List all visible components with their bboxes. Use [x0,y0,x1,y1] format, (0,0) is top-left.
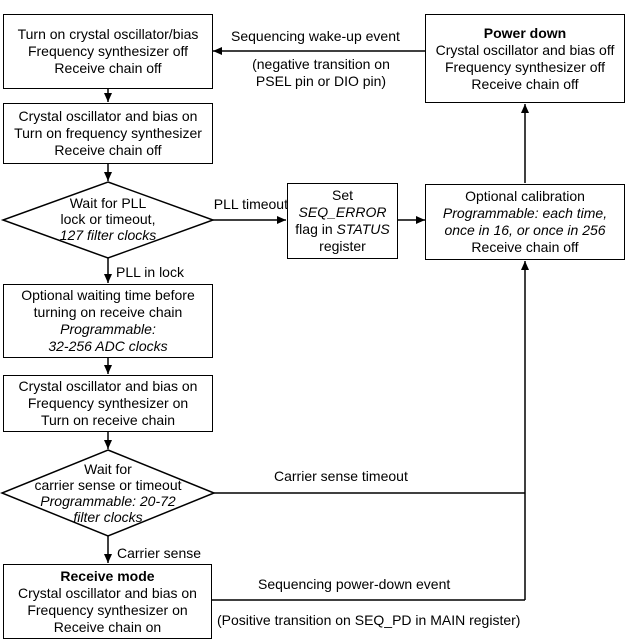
edge-label-powerdown-note: (Positive transition on SEQ_PD in MAIN r… [217,612,521,628]
node-line: Crystal oscillator and bias off [435,41,615,58]
node-line: Receive chain on [53,618,162,635]
node-set-seq-error: Set SEQ_ERROR flag in STATUS register [287,183,398,259]
node-power-down: Power down Crystal oscillator and bias o… [425,14,625,103]
node-line-italic: Programmable: [60,321,156,337]
edge-label-pll-lock: PLL in lock [116,264,184,280]
edge-label-wakeup-note: (negative transition on PSEL pin or DIO … [226,56,416,90]
node-line-italic: once in 16, or once in 256 [444,222,606,238]
node-line-italic: SEQ_ERROR [298,204,387,220]
node-line: Crystal oscillator and bias on [18,584,197,601]
node-line-italic: Programmable: each time, [442,205,608,221]
node-line: Wait for [84,461,132,477]
node-optional-wait: Optional waiting time before turning on … [3,284,213,358]
node-line: register [319,238,366,254]
node-text: flag in [295,221,337,237]
node-line: Frequency synthesizer off [444,58,606,75]
edge-label-carrier-sense: Carrier sense [117,545,202,561]
node-line: Crystal oscillator and bias on [18,378,198,394]
node-line: Turn on frequency synthesizer [14,125,202,141]
node-line: Receive chain off [471,239,579,255]
edge-label-carrier-timeout: Carrier sense timeout [274,468,408,484]
node-line: Crystal oscillator and bias on [18,108,198,124]
node-line: Set [331,187,353,203]
edge-label-pll-timeout: PLL timeout [213,196,288,212]
node-line-mixed: flag in STATUS [295,221,389,238]
node-line: Optional calibration [465,188,585,204]
node-line: Frequency synthesizer on [27,601,188,618]
node-line-italic: Programmable: 20-72 [40,493,176,509]
node-line-italic: 127 filter clocks [59,227,157,243]
node-title: Receive mode [60,567,155,584]
node-line: Receive chain off [54,60,162,76]
node-line: Turn on crystal oscillator/bias [17,26,199,42]
edge-label-wakeup: Sequencing wake-up event [231,28,400,44]
node-line-italic: filter clocks [73,509,143,525]
node-line: Wait for PLL [69,195,147,211]
node-turn-on-oscillator: Turn on crystal oscillator/bias Frequenc… [3,14,213,89]
node-turn-on-receive-chain: Crystal oscillator and bias on Frequency… [3,375,213,432]
node-receive-mode: Receive mode Crystal oscillator and bias… [3,564,212,639]
node-line: turning on receive chain [33,304,183,320]
node-title: Power down [483,24,567,41]
node-line: Optional waiting time before [21,287,195,303]
edge-label-powerdown-event: Sequencing power-down event [258,576,451,592]
edge-note-line: (negative transition on [252,56,390,72]
decision-wait-carrier-text: Wait for carrier sense or timeout Progra… [18,461,198,525]
node-line-italic: 32-256 ADC clocks [48,338,168,354]
node-line: Frequency synthesizer off [27,43,189,59]
edge-note-line: PSEL pin or DIO pin) [255,73,387,89]
node-optional-calibration: Optional calibration Programmable: each … [425,184,625,260]
node-line: lock or timeout, [60,211,156,227]
node-text-italic: STATUS [336,221,390,237]
node-line: carrier sense or timeout [34,477,182,493]
node-turn-on-synthesizer: Crystal oscillator and bias on Turn on f… [3,103,213,164]
node-line: Turn on receive chain [40,412,176,428]
node-line: Receive chain off [54,142,162,158]
node-line: Frequency synthesizer on [27,395,189,411]
node-line: Receive chain off [471,75,579,92]
decision-wait-pll-text: Wait for PLL lock or timeout, 127 filter… [28,195,188,243]
